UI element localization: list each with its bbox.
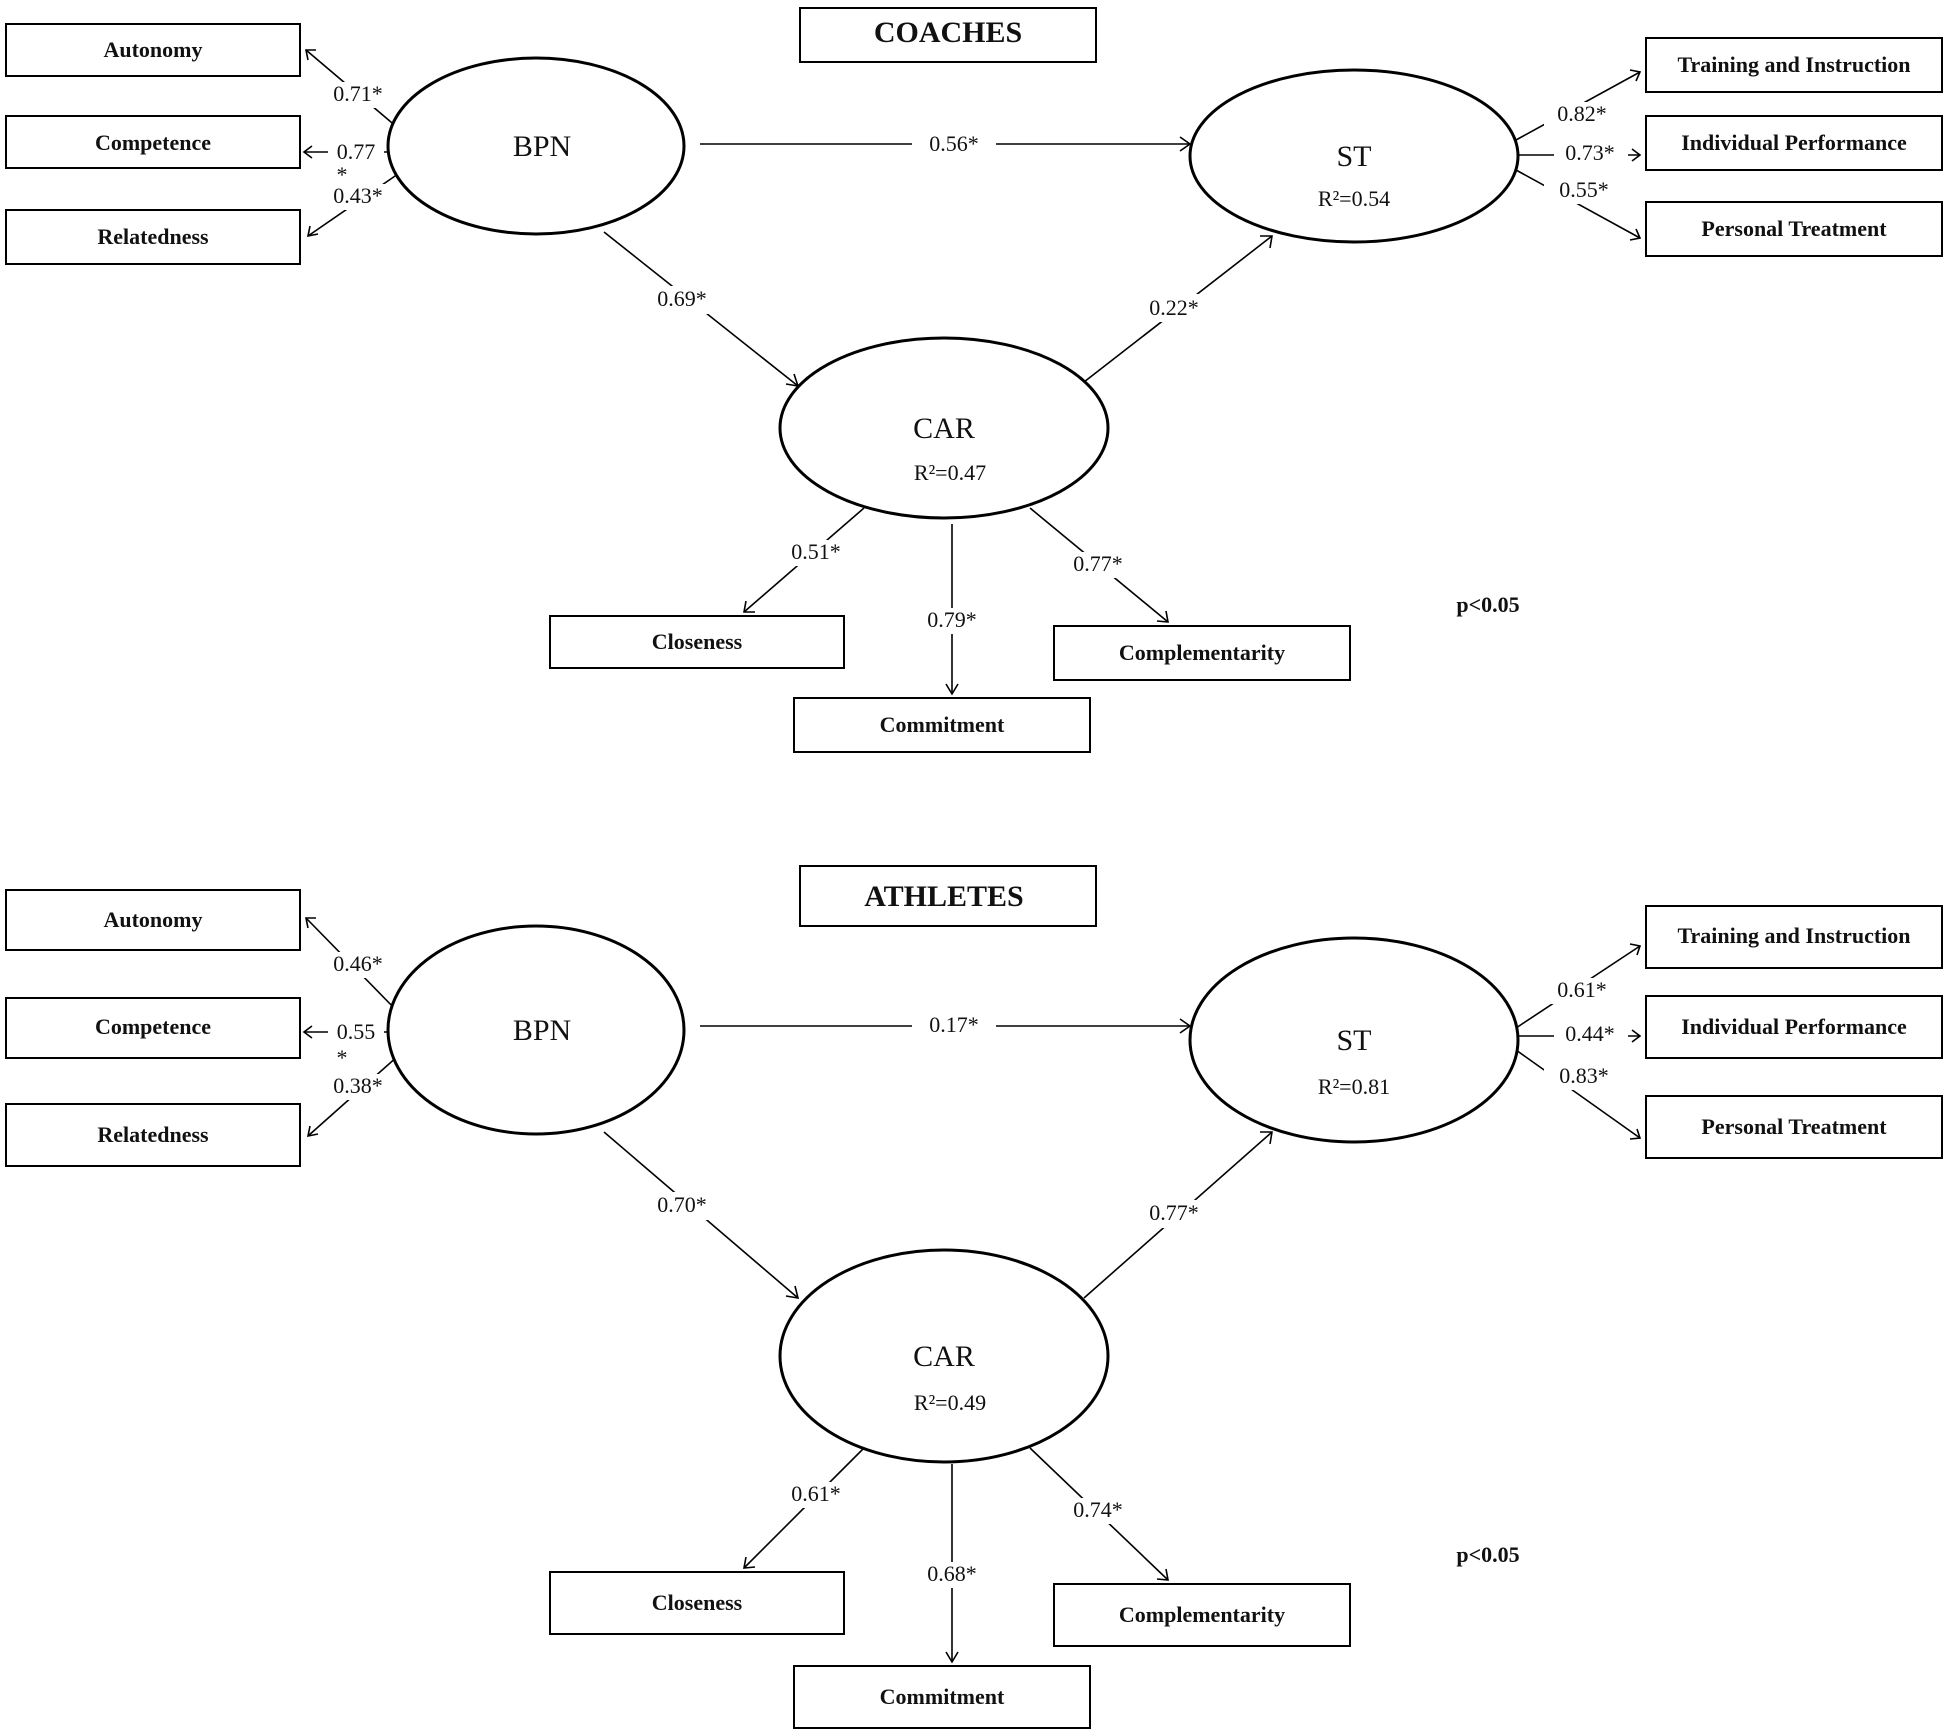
coaches-complementarity-loading: 0.77* [1073, 551, 1123, 576]
coaches-training-box [1645, 37, 1943, 93]
athletes-commitment-box [793, 1665, 1091, 1729]
athletes-personal-loading: 0.83* [1559, 1063, 1609, 1088]
athletes-commitment-label: Commitment [880, 1684, 1005, 1709]
coaches-personal-box [1645, 201, 1943, 257]
athletes-personal-box [1645, 1095, 1943, 1159]
athletes-relatedness-loading: 0.38* [333, 1073, 383, 1098]
athletes-st-r2: R²=0.81 [1318, 1074, 1390, 1099]
athletes-training-box [1645, 905, 1943, 969]
coaches-competence-star: * [337, 162, 348, 187]
coaches-st-r2: R²=0.54 [1318, 186, 1390, 211]
athletes-bpn-ellipse [386, 924, 686, 1136]
coaches-complementarity-box [1053, 625, 1351, 681]
athletes-closeness-loading: 0.61* [791, 1481, 841, 1506]
coaches-commitment-loading: 0.79* [927, 607, 977, 632]
athletes-st-label: ST [1336, 1024, 1371, 1057]
athletes-car-st-coef: 0.77* [1149, 1200, 1199, 1225]
athletes-complementarity-box [1053, 1583, 1351, 1647]
coaches-st-label: ST [1336, 140, 1371, 173]
athletes-p-note: p<0.05 [1456, 1542, 1519, 1567]
coaches-training-label: Training and Instruction [1677, 52, 1910, 77]
coaches-competence-label: Competence [95, 130, 211, 155]
coaches-relatedness-box [5, 209, 301, 265]
athletes-complementarity-loading: 0.74* [1073, 1497, 1123, 1522]
coaches-car-st-coef: 0.22* [1149, 295, 1199, 320]
coaches-bpn-st-coef: 0.56* [929, 131, 979, 156]
athletes-training-label: Training and Instruction [1677, 923, 1910, 948]
coaches-personal-label: Personal Treatment [1701, 216, 1887, 241]
athletes-personal-label: Personal Treatment [1701, 1114, 1887, 1139]
athletes-panel: ATHLETES Autonomy Competence Relatedness… [5, 865, 1943, 1729]
coaches-closeness-label: Closeness [652, 629, 743, 654]
athletes-closeness-box [549, 1571, 845, 1635]
athletes-individual-box [1645, 995, 1943, 1059]
athletes-commitment-loading: 0.68* [927, 1561, 977, 1586]
athletes-training-loading: 0.61* [1557, 977, 1607, 1002]
athletes-st-personal-arrow [1515, 1049, 1642, 1140]
athletes-individual-label: Individual Performance [1681, 1014, 1907, 1039]
coaches-training-loading: 0.82* [1557, 101, 1607, 126]
athletes-bpn-car-coef: 0.70* [657, 1192, 707, 1217]
coaches-commitment-label: Commitment [880, 712, 1005, 737]
coaches-individual-label: Individual Performance [1681, 130, 1907, 155]
athletes-complementarity-label: Complementarity [1119, 1602, 1285, 1627]
athletes-car-r2: R²=0.49 [914, 1390, 986, 1415]
coaches-car-label: CAR [913, 412, 975, 445]
coaches-individual-box [1645, 115, 1943, 171]
coaches-competence-box [5, 115, 301, 169]
athletes-bpn-label: BPN [513, 1014, 571, 1047]
athletes-relatedness-box [5, 1103, 301, 1167]
athletes-autonomy-box [5, 889, 301, 951]
athletes-title-box [799, 865, 1097, 927]
coaches-title-box [799, 7, 1097, 63]
athletes-individual-loading: 0.44* [1565, 1021, 1615, 1046]
coaches-individual-loading: 0.73* [1565, 140, 1615, 165]
athletes-bpn-st-coef: 0.17* [929, 1012, 979, 1037]
coaches-st-ellipse [1188, 68, 1520, 244]
coaches-autonomy-loading: 0.71* [333, 81, 383, 106]
athletes-competence-label: Competence [95, 1014, 211, 1039]
athletes-st-ellipse [1188, 936, 1520, 1144]
athletes-title: ATHLETES [864, 880, 1024, 913]
coaches-commitment-box [793, 697, 1091, 753]
athletes-car-label: CAR [913, 1340, 975, 1373]
coaches-car-r2: R²=0.47 [914, 460, 986, 485]
coaches-bpn-label: BPN [513, 130, 571, 163]
coaches-relatedness-loading: 0.43* [333, 183, 383, 208]
coaches-p-note: p<0.05 [1456, 592, 1519, 617]
coaches-autonomy-box [5, 23, 301, 77]
coaches-closeness-loading: 0.51* [791, 539, 841, 564]
coaches-competence-loading: 0.77 [337, 139, 376, 164]
coaches-bpn-car-coef: 0.69* [657, 286, 707, 311]
coaches-complementarity-label: Complementarity [1119, 640, 1285, 665]
athletes-relatedness-label: Relatedness [97, 1122, 209, 1147]
coaches-autonomy-label: Autonomy [103, 37, 202, 62]
coaches-panel: COACHES Autonomy Competence Relatedness … [5, 7, 1943, 753]
coaches-relatedness-label: Relatedness [97, 224, 209, 249]
athletes-competence-loading: 0.55 [337, 1019, 376, 1044]
coaches-title: COACHES [874, 16, 1022, 49]
athletes-competence-star: * [337, 1045, 348, 1070]
coaches-car-ellipse [778, 336, 1110, 520]
athletes-autonomy-label: Autonomy [103, 907, 202, 932]
athletes-car-ellipse [778, 1248, 1110, 1464]
athletes-competence-box [5, 997, 301, 1059]
athletes-autonomy-loading: 0.46* [333, 951, 383, 976]
coaches-closeness-box [549, 615, 845, 669]
coaches-personal-loading: 0.55* [1559, 177, 1609, 202]
coaches-bpn-ellipse [386, 56, 686, 236]
athletes-closeness-label: Closeness [652, 1590, 743, 1615]
